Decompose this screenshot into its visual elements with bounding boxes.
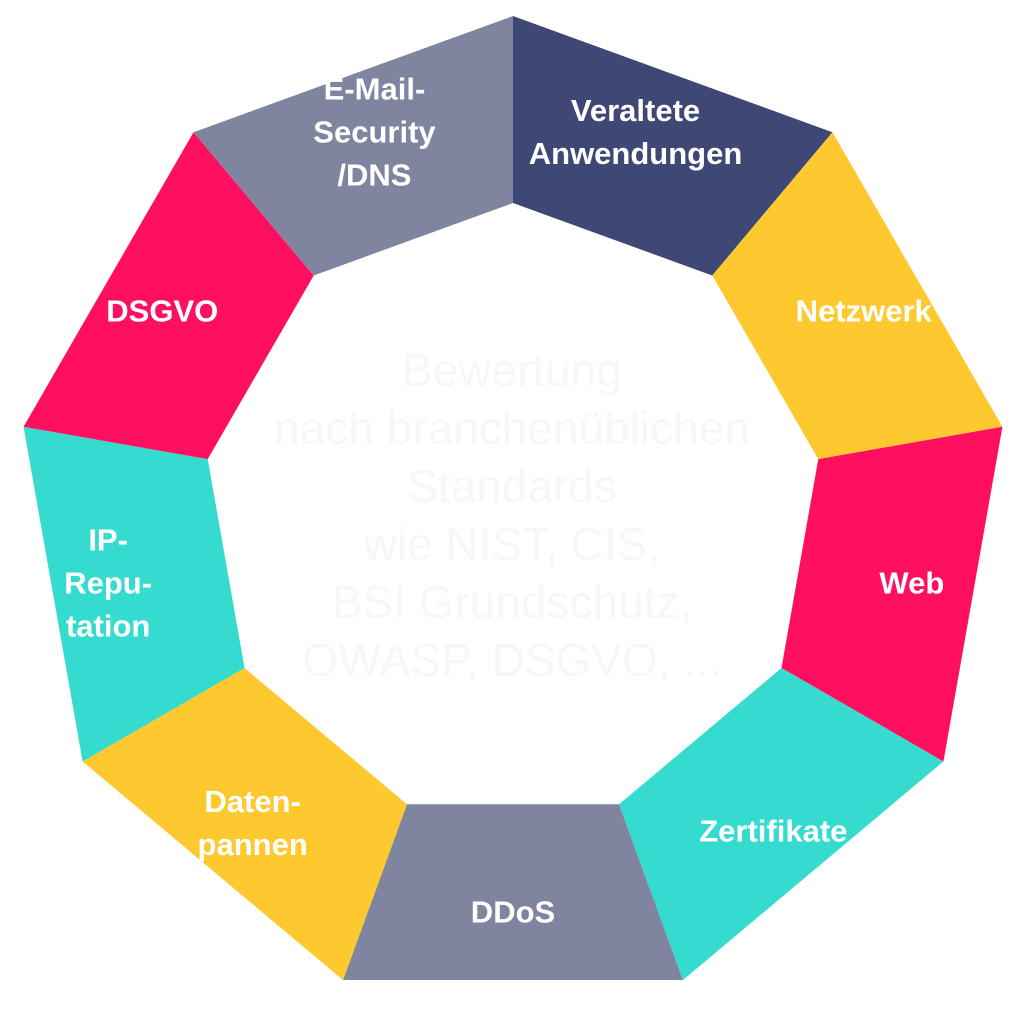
segment-label-line: IP- [88, 522, 128, 558]
segment-dsgvo [23, 132, 314, 460]
segment-label-line: Zertifikate [699, 813, 848, 849]
segment-label-line: Security [313, 114, 436, 150]
center-text: Bewertung nach branchenüblichen Standard… [274, 341, 750, 689]
segment-label-line: Veraltete [570, 93, 701, 129]
segment-label-ip-reputation: IP- Repu-tation [64, 519, 152, 648]
segment-label-line: E-Mail- [323, 71, 426, 107]
segment-email-security-dns [193, 16, 514, 276]
segment-label-line: DDoS [470, 894, 556, 930]
segment-label-line: Web [879, 565, 945, 601]
center-text-line: Bewertung [402, 344, 622, 396]
segment-label-line: Repu- [64, 565, 153, 601]
segment-ddos [343, 804, 683, 981]
segment-label-line: Daten- [204, 784, 301, 820]
segment-label-line: /DNS [337, 157, 412, 193]
ring-segments [23, 16, 1003, 981]
segment-datenpannen [82, 668, 407, 981]
segment-label-netzwerk: Netzwerk [796, 289, 932, 332]
center-text-line: OWASP, DSGVO, ... [302, 634, 722, 686]
segment-web [781, 426, 1003, 762]
segment-label-line: DSGVO [106, 293, 219, 328]
segment-label-line: pannen [197, 827, 308, 863]
segment-label-ddos: DDoS [471, 891, 555, 934]
segment-label-web: Web [879, 562, 944, 605]
segment-label-line: tation [65, 608, 151, 644]
segment-label-datenpannen: Daten-pannen [198, 780, 308, 866]
center-text-line: BSI Grundschutz, [331, 576, 693, 628]
center-text-line: wie NIST, CIS, [363, 518, 661, 570]
segment-label-line: Netzwerk [795, 293, 932, 328]
segment-netzwerk [712, 132, 1003, 460]
segment-veraltete-anwendungen [513, 16, 833, 276]
segment-label-zertifikate: Zertifikate [699, 810, 847, 853]
segment-ip-reputation [23, 426, 245, 762]
segment-zertifikate [619, 668, 944, 981]
center-text-line: Standards [407, 460, 617, 512]
segment-label-dsgvo: DSGVO [106, 289, 218, 332]
segment-label-line: Anwendungen [528, 136, 743, 172]
center-text-line: nach branchenüblichen [274, 402, 750, 454]
segment-label-email-security-dns: E-Mail- Security/DNS [313, 68, 435, 197]
